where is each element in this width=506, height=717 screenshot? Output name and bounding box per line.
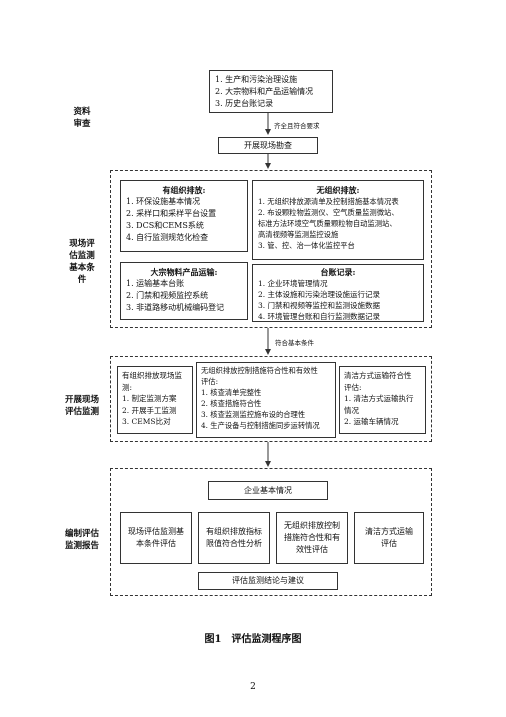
report-item-organized-limits: 有组织排放指标 限值符合性分析: [198, 512, 270, 564]
organized-emission-title: 有组织排放:: [162, 185, 206, 195]
complete-requirement-label: 齐全且符合要求: [274, 122, 320, 130]
report-item-unorganized-measures: 无组织排放控制 措施符合性和有 效性评估: [276, 512, 348, 564]
review-items-box: 1. 生产和污染治理设施 2. 大宗物料和产品运输情况 3. 历史台账记录: [209, 70, 333, 113]
section-label-basic-conditions: 现场评 估监测 基本条 件: [69, 239, 95, 285]
material-transport-box: 大宗物料产品运输: 1. 运输基本台账 2. 门禁和视频监控系统 3. 非道路移…: [120, 262, 248, 320]
clean-transport-assessment-box: 清洁方式运输符合性 评估: 1. 清洁方式运输执行 情况 2. 运输车辆情况: [339, 366, 426, 434]
figure-caption: 图1 评估监测程序图: [204, 634, 302, 645]
organized-emission-items: 1. 环保设施基本情况 2. 采样口和采样平台设置 3. DCS和CEMS系统 …: [126, 197, 217, 242]
enterprise-basic-box: 企业基本情况: [208, 481, 328, 500]
material-transport-title: 大宗物料产品运输:: [150, 267, 218, 277]
section-label-report: 编制评估 监测报告: [64, 529, 99, 551]
ledger-records-box: 台账记录: 1. 企业环境管理情况 2. 主体设施和污染治理设施运行记录 3. …: [252, 264, 424, 322]
report-item-clean-transport: 清洁方式运输 评估: [354, 512, 424, 564]
section-label-onsite-monitoring: 开展现场 评估监测: [64, 395, 99, 417]
ledger-records-title: 台账记录:: [320, 267, 356, 277]
unorganized-emission-box: 无组织排放: 1. 无组织排放源清单及控制措施基本情况表 2. 布设颗粒物监测仪…: [252, 180, 424, 260]
section-label-data-review: 资料 审查: [73, 107, 91, 129]
report-container: [110, 468, 432, 596]
ledger-records-items: 1. 企业环境管理情况 2. 主体设施和污染治理设施运行记录 3. 门禁和视频等…: [258, 279, 381, 321]
basic-conditions-met-label: 符合基本条件: [275, 339, 314, 347]
unorganized-measures-assessment-box: 无组织排放控制措施符合性和有效性 评估: 1. 核查清单完整性 2. 核查措施符…: [196, 362, 336, 438]
site-survey-box: 开展现场勘查: [218, 137, 318, 154]
onsite-monitoring-container: [110, 356, 432, 442]
report-item-basic-conditions: 现场评估监测基 本条件评估: [120, 512, 192, 564]
unorganized-emission-items: 1. 无组织排放源清单及控制措施基本情况表 2. 布设颗粒物监测仪、空气质量监测…: [258, 197, 399, 250]
basic-conditions-container: [110, 170, 432, 328]
page-number: 2: [250, 682, 256, 692]
conclusion-box: 评估监测结论与建议: [198, 572, 338, 590]
unorganized-emission-title: 无组织排放:: [316, 185, 360, 195]
organized-emission-box: 有组织排放: 1. 环保设施基本情况 2. 采样口和采样平台设置 3. DCS和…: [120, 180, 248, 252]
organized-onsite-monitoring-box: 有组织排放现场监测: 1. 制定监测方案 2. 开展手工监测 3. CEMS比对: [117, 366, 193, 434]
material-transport-items: 1. 运输基本台账 2. 门禁和视频监控系统 3. 非道路移动机械编码登记: [126, 279, 225, 312]
